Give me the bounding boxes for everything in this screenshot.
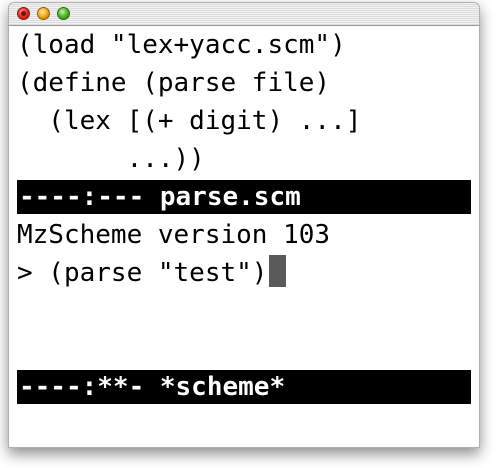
modeline-scheme: ----:**- *scheme* (17, 370, 471, 404)
repl-line-1[interactable]: MzScheme version 103 (17, 220, 331, 250)
title-bar[interactable] (9, 3, 479, 26)
buffer-line-3[interactable]: (lex [(+ digit) ...] (17, 106, 362, 136)
repl-prompt-line[interactable]: > (parse "test") (17, 254, 479, 292)
close-button[interactable] (17, 7, 30, 20)
modeline-parse-scm: ----:--- parse.scm (17, 180, 471, 214)
blank-line (17, 292, 479, 330)
editor-area[interactable]: (load "lex+yacc.scm") (define (parse fil… (9, 26, 479, 447)
buffer-line-2[interactable]: (define (parse file) (17, 68, 331, 98)
minimize-button[interactable] (37, 7, 50, 20)
close-indicator-icon (21, 11, 26, 16)
buffer-line-4[interactable]: ...)) (17, 144, 205, 174)
emacs-window: (load "lex+yacc.scm") (define (parse fil… (8, 2, 480, 448)
buffer-line-1[interactable]: (load "lex+yacc.scm") (17, 30, 346, 60)
zoom-button[interactable] (57, 7, 70, 20)
text-cursor (269, 255, 287, 287)
blank-line (17, 330, 479, 368)
repl-input-text[interactable]: > (parse "test") (17, 258, 268, 288)
